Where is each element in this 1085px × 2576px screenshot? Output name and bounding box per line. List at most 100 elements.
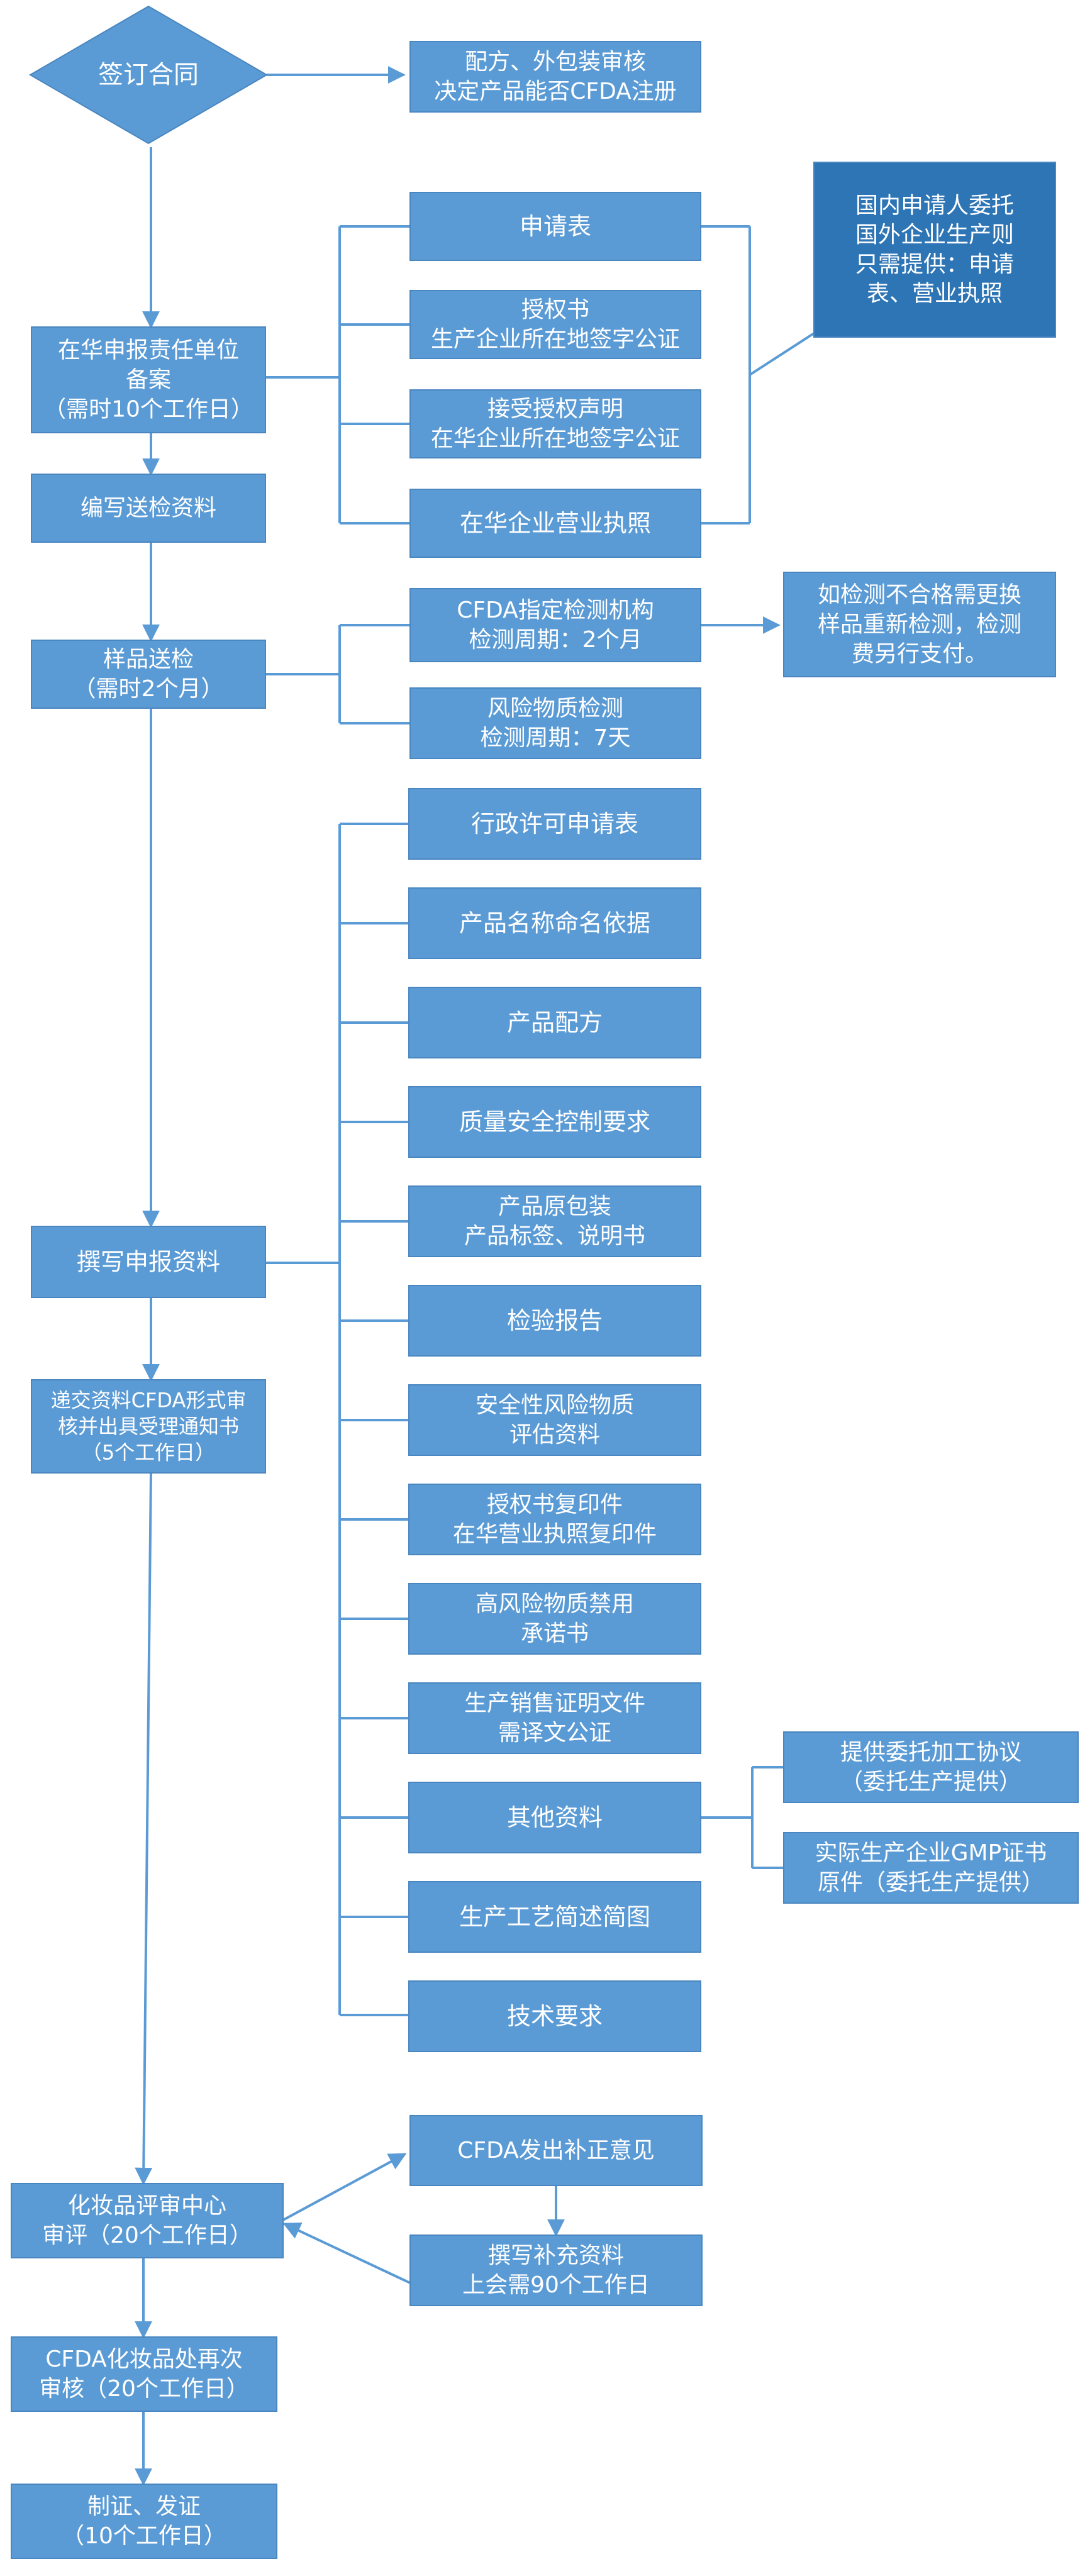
process-box (783, 572, 1056, 677)
node-d3: 产品配方 (408, 987, 701, 1058)
node-label: 检测周期：2个月 (469, 627, 642, 653)
node-label: 安全性风险物质 (476, 1392, 634, 1418)
node-label: 上会需90个工作日 (462, 2272, 650, 2298)
process-box (31, 326, 266, 433)
node-label: 生产工艺简述简图 (459, 1903, 650, 1931)
node-label: 只需提供：申请 (855, 252, 1014, 277)
node-correction: CFDA发出补正意见 (409, 2115, 703, 2186)
process-box (408, 1285, 701, 1357)
node-label: 产品配方 (507, 1009, 603, 1036)
node-label: 授权书复印件 (487, 1492, 623, 1518)
process-box (783, 1832, 1079, 1904)
node-label: （5个工作日） (82, 1441, 215, 1465)
process-box (409, 192, 701, 261)
process-box (408, 1881, 701, 1953)
process-box (408, 1583, 701, 1655)
node-label: 表、营业执照 (867, 281, 1003, 307)
process-box (31, 1379, 266, 1474)
node-label: 产品原包装 (498, 1194, 611, 1219)
node-label: 技术要求 (507, 2002, 603, 2030)
node-label: 备案 (126, 367, 171, 393)
node-label: 接受授权声明 (487, 396, 623, 422)
node-label: 质量安全控制要求 (459, 1108, 650, 1136)
node-label: 在华企业所在地签字公证 (431, 426, 680, 452)
node-label: 在华申报责任单位 (58, 338, 239, 364)
decision-diamond (29, 5, 268, 145)
node-label: （委托生产提供） (840, 1769, 1021, 1795)
process-box (409, 489, 701, 558)
process-box (408, 1185, 701, 1257)
node-label: 如检测不合格需更换 (818, 582, 1021, 608)
process-box (408, 987, 701, 1058)
node-label: 化妆品评审中心 (68, 2193, 226, 2219)
process-box (409, 687, 701, 759)
node-label: 生产销售证明文件 (464, 1690, 645, 1716)
node-label: CFDA化妆品处再次 (45, 2346, 243, 2372)
flow-arrow (135, 1472, 153, 2185)
node-d4: 质量安全控制要求 (408, 1086, 701, 1158)
node-sign: 签订合同 (29, 5, 268, 145)
node-label: 产品名称命名依据 (459, 909, 650, 937)
bracket-line (748, 332, 815, 376)
node-d11: 其他资料 (408, 1782, 701, 1853)
node-label: 签订合同 (98, 60, 199, 89)
process-box (408, 788, 701, 860)
node-label: 审评（20个工作日） (42, 2223, 252, 2248)
node-label: 生产企业所在地签字公证 (431, 326, 680, 352)
node-label: （需时10个工作日） (43, 396, 253, 422)
node-label: 其他资料 (507, 1804, 603, 1831)
node-label: 样品重新检测，检测 (818, 612, 1021, 638)
flow-arrow (282, 2153, 407, 2221)
node-write-apply: 撰写申报资料 (31, 1226, 266, 1298)
node-label: 制证、发证 (87, 2494, 201, 2519)
process-box (408, 1384, 701, 1456)
node-label: 风险物质检测 (487, 696, 623, 721)
node-label: 在华企业营业执照 (460, 509, 651, 537)
node-d13: 技术要求 (408, 1980, 701, 2052)
process-box (408, 1782, 701, 1853)
node-d1: 行政许可申请表 (408, 788, 701, 860)
node-label: 核并出具受理通知书 (58, 1414, 239, 1438)
node-label: 国内申请人委托 (855, 192, 1014, 218)
node-label: 行政许可申请表 (471, 810, 638, 838)
process-box (11, 2336, 277, 2412)
node-label: 评估资料 (509, 1422, 600, 1448)
node-label: 承诺书 (521, 1621, 589, 1646)
process-box (409, 2235, 703, 2306)
node-d12: 生产工艺简述简图 (408, 1881, 701, 1953)
node-label: 申请表 (520, 213, 591, 240)
node-label: （10个工作日） (62, 2523, 226, 2549)
node-label: 授权书 (521, 297, 589, 323)
node-label: 在华营业执照复印件 (453, 1521, 657, 1547)
node-label: 检测周期：7天 (481, 725, 631, 751)
node-license: 在华企业营业执照 (409, 489, 701, 558)
process-box (783, 1731, 1079, 1803)
node-app-form: 申请表 (409, 192, 701, 261)
node-label: CFDA指定检测机构 (457, 597, 654, 623)
node-write-test: 编写送检资料 (31, 474, 266, 543)
process-box (409, 389, 701, 458)
node-label: 提供委托加工协议 (840, 1740, 1021, 1765)
node-label: 配方、外包装审核 (465, 49, 646, 75)
node-label: 产品标签、说明书 (464, 1223, 645, 1249)
process-box (408, 1980, 701, 2052)
process-box (31, 640, 266, 709)
node-label: 检验报告 (507, 1307, 603, 1335)
node-label: 高风险物质禁用 (476, 1591, 634, 1617)
